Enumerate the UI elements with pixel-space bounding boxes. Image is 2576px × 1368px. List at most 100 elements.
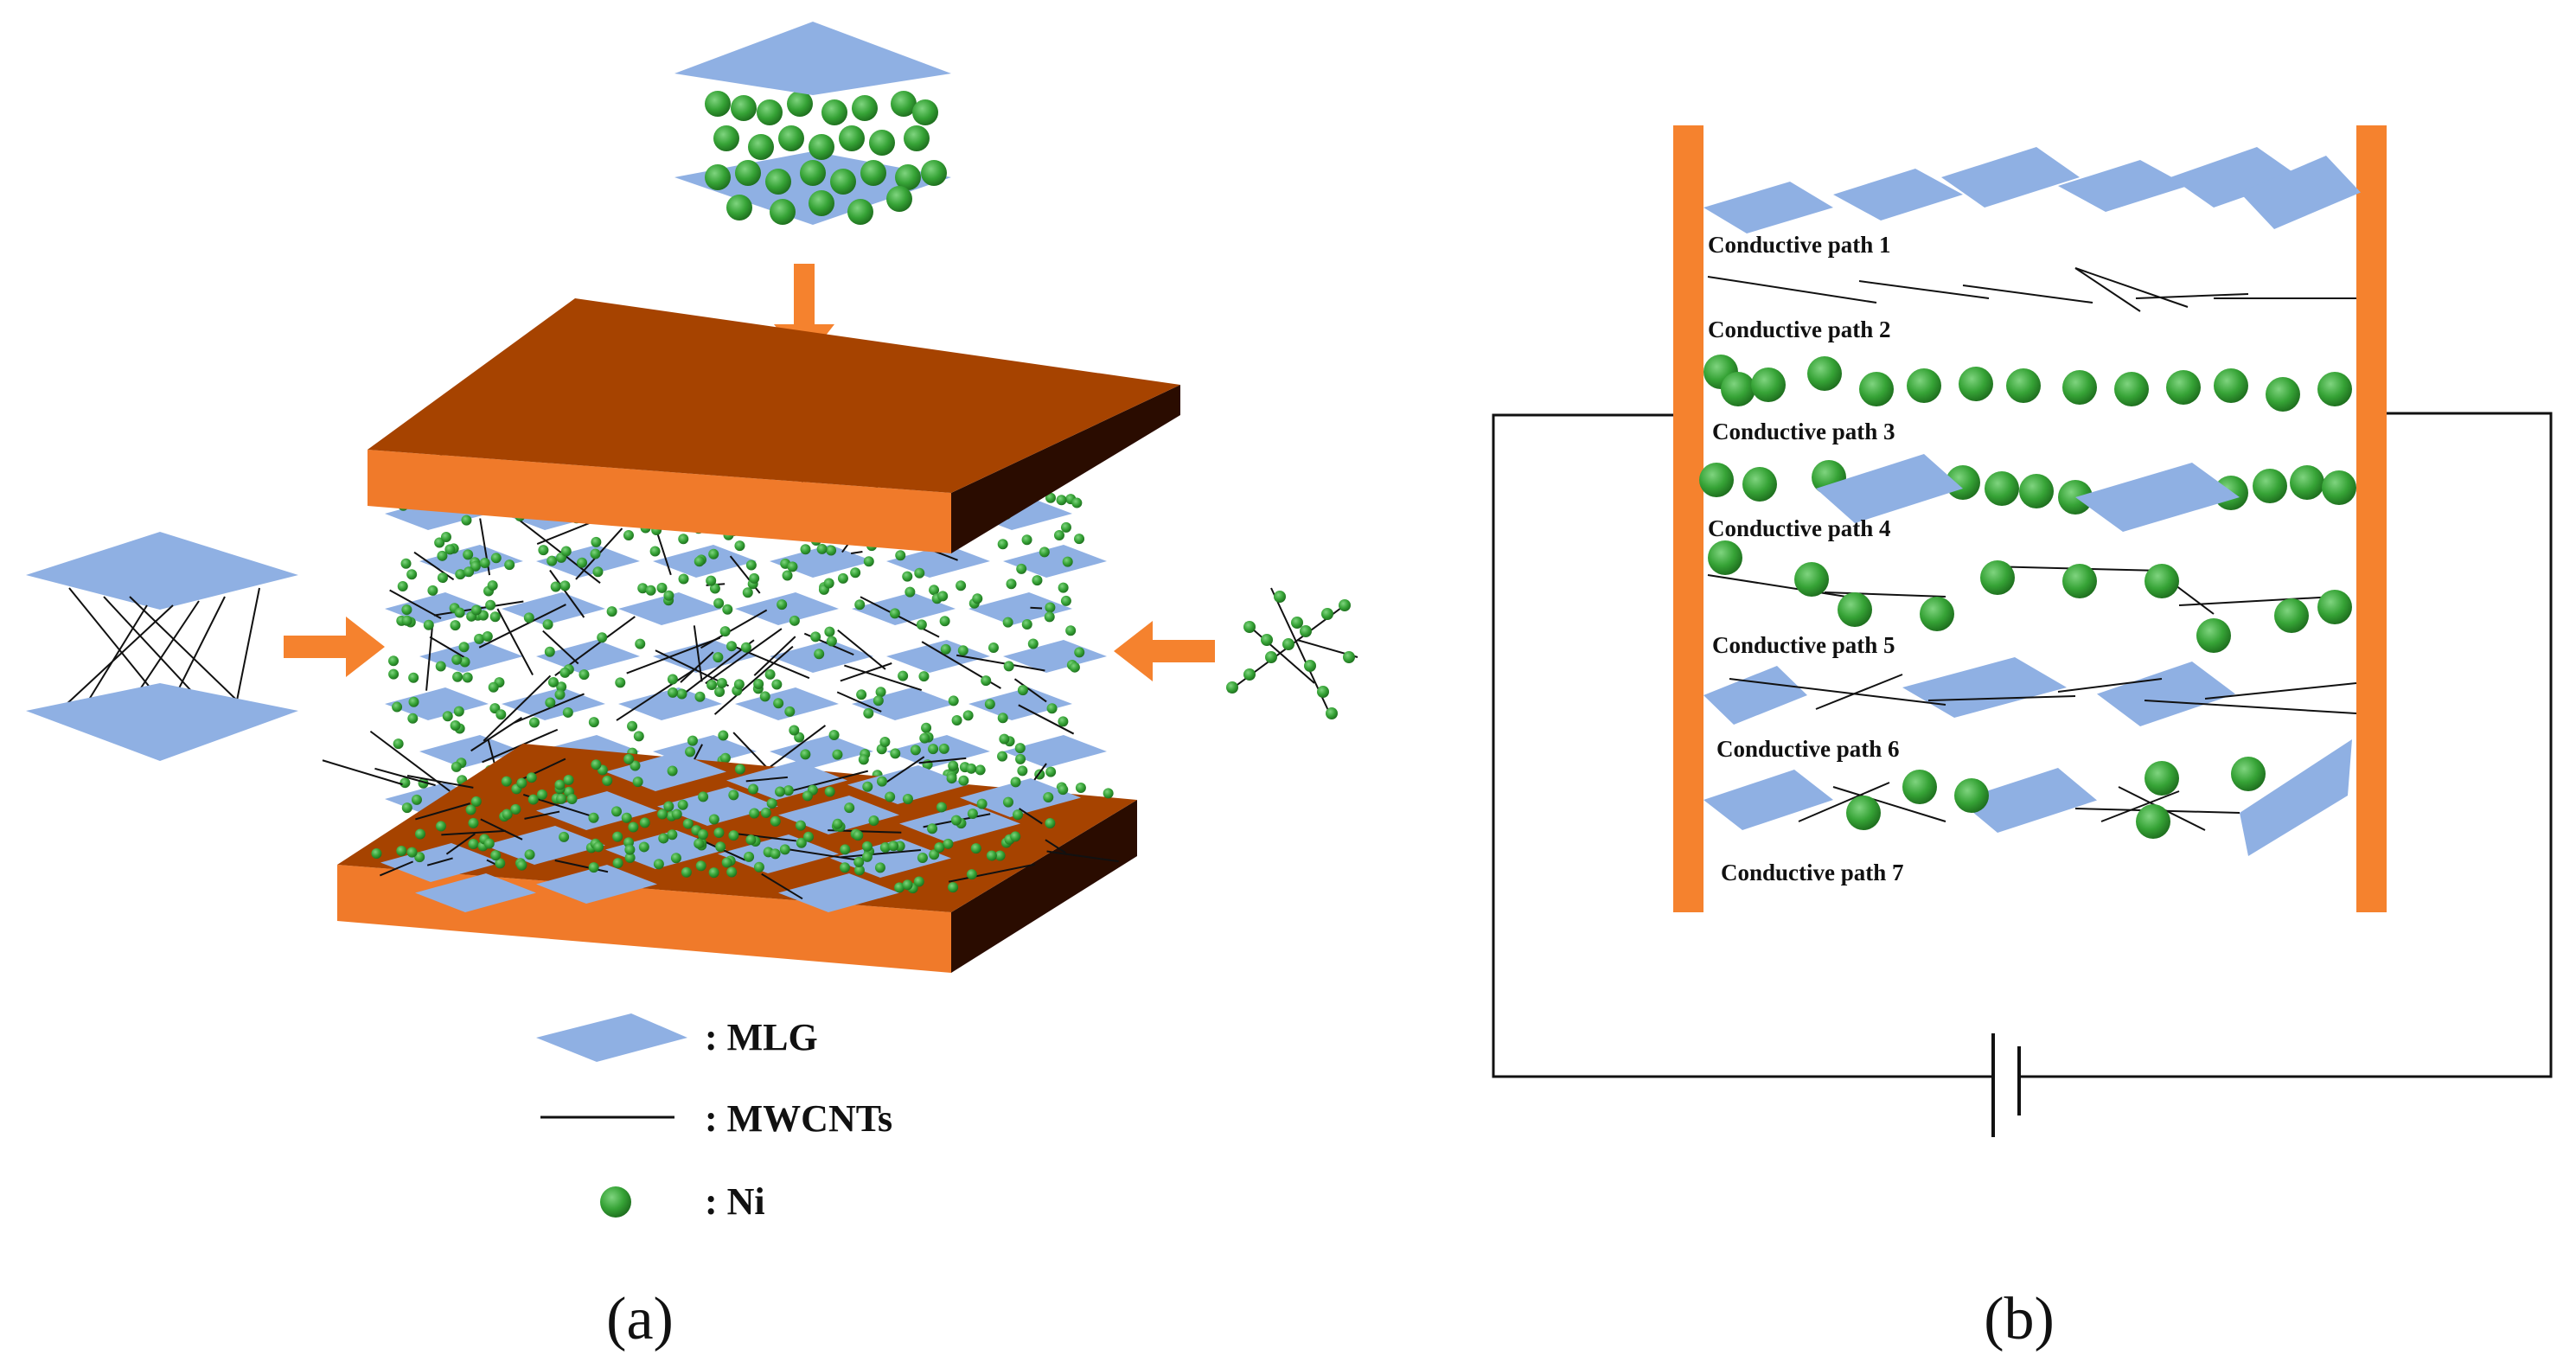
- ni-particle: [407, 713, 419, 724]
- ni-particle: [759, 691, 770, 702]
- ni-particle: [745, 834, 757, 846]
- ni-particle: [787, 91, 813, 117]
- inset-ni-spheres: [705, 91, 947, 225]
- ni-particle: [716, 677, 727, 688]
- ni-particle: [526, 772, 537, 783]
- mwcnt-line: [850, 551, 863, 555]
- mlg-sheet: [2240, 156, 2361, 229]
- ni-particle: [559, 831, 570, 842]
- right-electrode: [2356, 125, 2387, 912]
- mlg-sheet: [536, 545, 640, 578]
- mlg-sheet: [657, 787, 778, 826]
- ni-particle: [2019, 474, 2054, 508]
- ni-particle: [916, 619, 927, 630]
- ni-particle: [958, 775, 969, 786]
- mwcnt-line: [554, 860, 609, 873]
- ni-particle: [591, 536, 602, 547]
- ni-particle: [635, 638, 646, 649]
- ni-particle: [2145, 761, 2179, 796]
- ni-particle: [997, 751, 1008, 762]
- ni-particle: [588, 862, 599, 873]
- ni-particle: [914, 567, 925, 579]
- ni-particle: [1274, 591, 1286, 603]
- ni-particle: [826, 545, 837, 556]
- ni-particle: [528, 717, 540, 728]
- ni-particle: [948, 882, 959, 893]
- ni-particle: [1807, 356, 1842, 391]
- mlg-sheet: [886, 640, 990, 673]
- ni-particle: [1046, 703, 1058, 714]
- ni-particle: [687, 735, 698, 746]
- ni-particle: [408, 696, 419, 707]
- ni-particle: [1954, 778, 1989, 813]
- mlg-sheet: [2075, 463, 2240, 532]
- ni-particle: [1721, 372, 1755, 406]
- ni-particle: [902, 793, 913, 804]
- ni-particle: [821, 99, 847, 125]
- ni-particle: [748, 783, 759, 795]
- ni-particle: [2006, 368, 2041, 403]
- ni-particle: [837, 572, 848, 584]
- ni-particle: [2317, 590, 2352, 624]
- path-label-3: Conductive path 3: [1712, 419, 1895, 444]
- ni-particle: [875, 687, 886, 698]
- ni-particle: [898, 670, 909, 681]
- ni-particle: [401, 604, 412, 616]
- mwcnt-line: [1815, 674, 1903, 710]
- ni-particle: [562, 706, 573, 718]
- ni-particle: [869, 130, 895, 156]
- ni-particle: [392, 701, 403, 713]
- ni-particle: [895, 164, 921, 190]
- ni-particle: [468, 817, 479, 828]
- ni-particle: [1300, 625, 1312, 637]
- ni-particle: [713, 652, 724, 663]
- ni-particle: [516, 860, 527, 871]
- ni-particle: [748, 134, 774, 160]
- ni-particle: [706, 679, 718, 690]
- ni-particle: [504, 559, 515, 571]
- ni-particle: [2062, 370, 2097, 405]
- mlg-sheet: [385, 592, 489, 625]
- ni-particle: [1980, 560, 2015, 595]
- ni-particle: [708, 814, 719, 825]
- ni-particle: [976, 798, 988, 809]
- mwcnt-line: [705, 628, 783, 685]
- ni-particle: [435, 821, 446, 832]
- ni-particle: [824, 626, 835, 637]
- ni-particle: [2062, 564, 2097, 598]
- ni-particle: [1699, 463, 1734, 497]
- mwcnt-line: [542, 630, 579, 665]
- ni-particle: [606, 606, 617, 617]
- ni-particle: [560, 546, 572, 557]
- ni-particle: [401, 615, 412, 626]
- mwcnt-line: [1033, 763, 1047, 781]
- ni-particle: [904, 125, 930, 151]
- ni-particle: [465, 804, 476, 815]
- mwcnt-line: [2100, 790, 2180, 822]
- ni-particle: [547, 676, 559, 687]
- mwcnt-line: [1013, 678, 1047, 703]
- ni-particle: [637, 583, 649, 594]
- ni-particle: [2274, 598, 2309, 633]
- ni-particle: [559, 580, 571, 591]
- mwcnt-line: [886, 756, 925, 783]
- mlg-sheet: [419, 735, 523, 768]
- ni-particle: [709, 583, 720, 594]
- ni-particle: [918, 671, 930, 682]
- ni-particle: [667, 765, 678, 777]
- ni-particle: [400, 558, 412, 569]
- ni-particle: [888, 841, 899, 852]
- ni-particle: [948, 760, 959, 771]
- mwcnt-line: [1045, 839, 1066, 853]
- ni-particle: [853, 865, 865, 876]
- ni-particle: [939, 616, 950, 627]
- ni-particle: [863, 707, 874, 719]
- ni-particle: [779, 844, 790, 855]
- ni-particle: [1902, 770, 1937, 804]
- ni-particle: [667, 829, 678, 841]
- mlg-sheet: [502, 592, 605, 625]
- ni-particle: [1243, 621, 1256, 633]
- mwcnt-line: [753, 636, 796, 676]
- ni-particle: [633, 731, 644, 742]
